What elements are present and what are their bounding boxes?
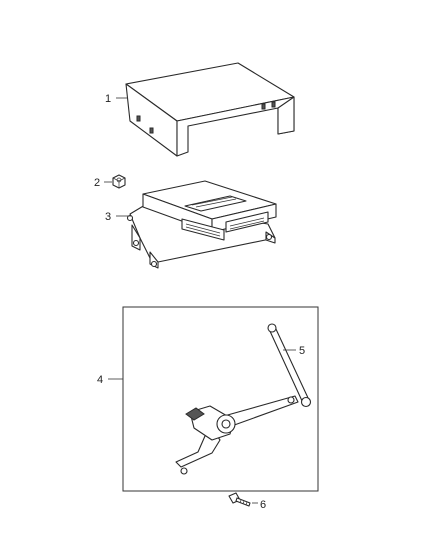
level-sensor	[175, 395, 299, 475]
nut	[112, 174, 126, 189]
cover-shield	[125, 62, 295, 157]
bolt	[228, 492, 251, 507]
link-rod	[267, 323, 312, 408]
control-module	[126, 180, 277, 269]
callout-4: 4	[97, 374, 103, 386]
callout-1: 1	[105, 93, 111, 105]
callout-2: 2	[94, 177, 100, 189]
callout-5: 5	[299, 345, 305, 357]
callout-3: 3	[105, 211, 111, 223]
assembly-frame	[122, 306, 319, 492]
callout-6: 6	[260, 499, 266, 511]
